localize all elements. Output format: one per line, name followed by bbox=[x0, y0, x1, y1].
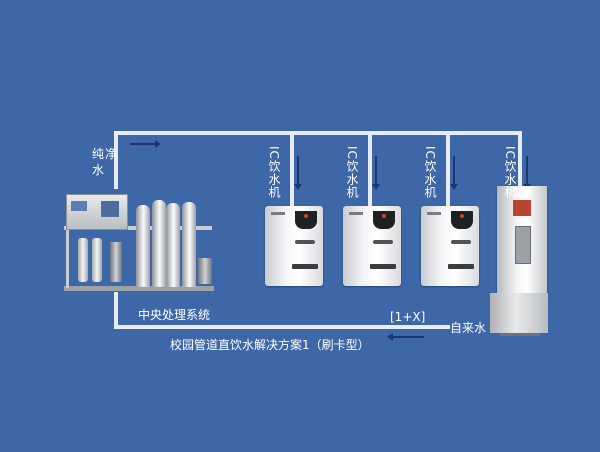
boiler-feet bbox=[500, 333, 540, 336]
main-pipe-top bbox=[114, 131, 520, 135]
control-cabinet bbox=[66, 194, 128, 230]
solution-title: 校园管道直饮水解决方案1（刷卡型） bbox=[170, 338, 370, 352]
ic-dispenser-1 bbox=[265, 206, 323, 286]
branch-pipe-4 bbox=[518, 131, 522, 188]
flow-arrow-branch-4 bbox=[523, 156, 531, 190]
branch-pipe-2 bbox=[368, 131, 372, 206]
dispenser-label-2: IC饮水机 bbox=[345, 146, 359, 199]
tap-water-label: 自来水 bbox=[450, 321, 487, 335]
main-pipe-left-vertical bbox=[114, 131, 118, 189]
branch-pipe-1 bbox=[290, 131, 294, 206]
main-pipe-left-lower bbox=[114, 292, 118, 328]
boiler-base bbox=[490, 293, 548, 333]
return-pipe-bottom bbox=[114, 325, 450, 329]
flow-arrow-branch-2 bbox=[372, 156, 380, 190]
pure-water-label: 纯净水 bbox=[92, 147, 119, 177]
central-system-label: 中央处理系统 bbox=[138, 308, 211, 322]
ic-dispenser-3 bbox=[421, 206, 479, 286]
expansion-label: [1+X] bbox=[390, 310, 426, 324]
flow-arrow-branch-1 bbox=[294, 156, 302, 190]
ic-dispenser-2 bbox=[343, 206, 401, 286]
ic-boiler-dispenser bbox=[497, 186, 547, 300]
flow-arrow-branch-3 bbox=[450, 156, 458, 190]
dispenser-label-4: IC饮水机 bbox=[503, 146, 517, 199]
flow-arrow-bottom bbox=[387, 333, 424, 341]
branch-pipe-3 bbox=[446, 131, 450, 206]
dispenser-label-1: IC饮水机 bbox=[267, 146, 281, 199]
flow-arrow-top bbox=[130, 140, 161, 148]
dispenser-label-3: IC饮水机 bbox=[423, 146, 437, 199]
